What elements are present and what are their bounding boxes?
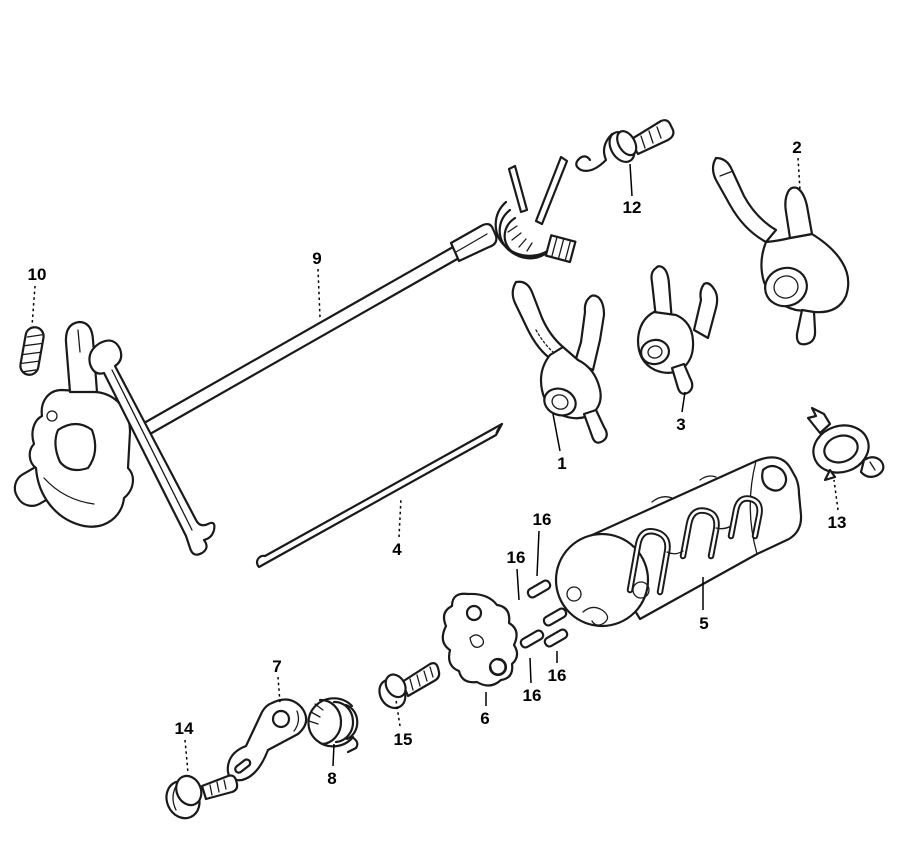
part-15-bolt	[378, 662, 441, 710]
callout-13: 13	[828, 479, 847, 532]
part-torsion-spring	[494, 155, 577, 264]
callout-8: 8	[327, 743, 337, 788]
callout-12: 12	[623, 163, 642, 217]
callout-9: 9	[312, 249, 322, 319]
callout-5: 5	[699, 577, 709, 633]
callouts: 1 2 3 4 5 6 7 8	[28, 138, 847, 788]
callout-16-b: 16	[507, 548, 526, 601]
part-8-spring	[307, 697, 359, 754]
part-gearshift-spindle-assembly	[13, 320, 216, 556]
callout-15-number: 15	[394, 730, 413, 749]
callout-8-number: 8	[327, 769, 336, 788]
callout-16-a: 16	[533, 510, 552, 577]
part-16-pin-a	[526, 579, 552, 599]
callout-4: 4	[392, 497, 402, 559]
part-3-shift-fork	[636, 265, 719, 395]
callout-9-number: 9	[312, 249, 321, 268]
callout-1-number: 1	[557, 454, 566, 473]
part-16-pin-b	[542, 607, 568, 627]
callout-10: 10	[28, 265, 47, 327]
callout-2-number: 2	[792, 138, 801, 157]
part-7-stopper-arm	[226, 698, 308, 782]
callout-16-c-number: 16	[523, 686, 542, 705]
callout-3-number: 3	[676, 415, 685, 434]
part-14-bolt	[165, 774, 239, 820]
part-1-shift-fork	[511, 280, 608, 444]
callout-3: 3	[676, 391, 686, 434]
callout-7: 7	[272, 657, 282, 704]
callout-16-c: 16	[523, 657, 542, 705]
callout-16-d-number: 16	[548, 666, 567, 685]
part-12-stopper-bolt	[575, 119, 675, 172]
callout-12-number: 12	[623, 198, 642, 217]
callout-16-b-number: 16	[507, 548, 526, 567]
callout-15: 15	[394, 699, 413, 749]
callout-6-number: 6	[480, 709, 489, 728]
callout-16-d: 16	[548, 651, 567, 685]
callout-10-number: 10	[28, 265, 47, 284]
part-13-stopper-plate	[806, 406, 885, 482]
part-2-shift-fork	[711, 156, 850, 346]
callout-14-number: 14	[175, 719, 194, 738]
part-5-shift-drum	[554, 456, 803, 628]
callout-1: 1	[552, 413, 567, 473]
callout-6: 6	[480, 692, 490, 728]
part-16-pin-d	[543, 628, 569, 648]
callout-5-number: 5	[699, 614, 708, 633]
callout-4-number: 4	[392, 540, 402, 559]
callout-2: 2	[792, 138, 802, 191]
part-4-shift-fork-shaft	[255, 422, 504, 569]
part-6-cam-plate	[441, 592, 519, 687]
callout-16-a-number: 16	[533, 510, 552, 529]
callout-7-number: 7	[272, 657, 281, 676]
part-16-pin-c	[519, 629, 545, 649]
part-10-spring	[19, 326, 45, 376]
callout-13-number: 13	[828, 513, 847, 532]
callout-14: 14	[175, 719, 194, 774]
